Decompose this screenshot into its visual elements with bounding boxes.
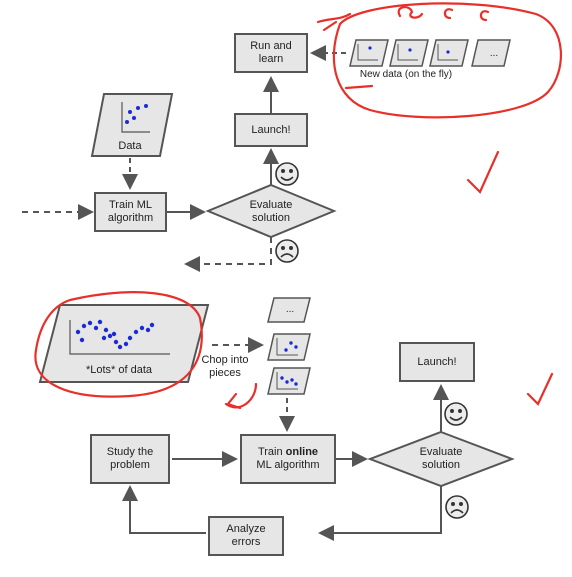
scatter-icon (121, 102, 150, 133)
red-annotations (34, 2, 563, 410)
study-problem-label: Study the problem (106, 446, 154, 471)
train-online-box: Train online ML algorithm (240, 434, 336, 484)
chop-label: Chop into pieces (201, 354, 249, 379)
analyze-errors-box: Analyze errors (208, 516, 284, 556)
train-suffix: ML algorithm (256, 459, 320, 471)
evaluate-label-bottom: Evaluate solution (419, 446, 463, 471)
new-data-label: New data (on the fly) (359, 69, 453, 80)
frown-icon (445, 495, 469, 519)
data-label: Data (118, 140, 142, 152)
train-ml-box: Train ML algorithm (94, 192, 167, 232)
train-online-word: online (285, 446, 319, 458)
checkmark-icon (526, 372, 554, 406)
new-data-pieces (349, 39, 511, 67)
study-problem-box: Study the problem (90, 434, 170, 484)
frown-icon (275, 239, 299, 263)
scatter-icon (69, 319, 170, 355)
ellipsis-label-bottom: ... (285, 304, 295, 315)
run-and-learn-box: Run and learn (234, 33, 308, 73)
train-ml-label: Train ML algorithm (107, 199, 154, 224)
train-online-line: Train online (258, 446, 318, 459)
data-pieces-stack (267, 297, 311, 395)
ellipsis-label: ... (489, 48, 499, 59)
checkmark-icon (466, 150, 500, 194)
lots-of-data-label: *Lots* of data (85, 364, 153, 376)
run-and-learn-label: Run and learn (250, 40, 292, 65)
evaluate-label-top: Evaluate solution (249, 199, 293, 224)
launch-label-top: Launch! (251, 123, 291, 136)
train-prefix: Train (257, 446, 283, 458)
smiley-icon (444, 402, 468, 426)
analyze-errors-label: Analyze errors (226, 523, 266, 548)
launch-label-bottom: Launch! (417, 355, 457, 368)
smiley-icon (275, 162, 299, 186)
data-parallelogram (90, 93, 174, 157)
launch-box-top: Launch! (234, 113, 308, 147)
launch-box-bottom: Launch! (399, 342, 475, 382)
lots-of-data-parallelogram (38, 304, 210, 383)
